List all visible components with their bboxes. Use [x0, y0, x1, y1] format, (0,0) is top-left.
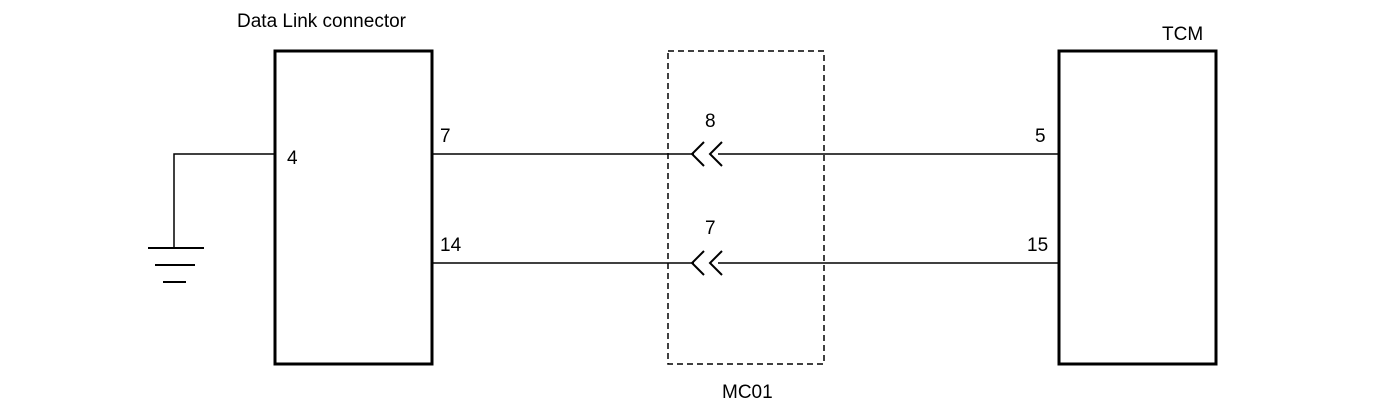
connector-chevron-icon [690, 141, 723, 167]
dlc-pin-7-label: 7 [440, 126, 451, 147]
dlc-pin-4-label: 4 [287, 148, 298, 169]
ground-symbol-icon [148, 247, 204, 283]
data-link-connector-title: Data Link connector [237, 11, 407, 32]
tcm-pin-5-label: 5 [1035, 126, 1046, 147]
dlc-pin-14-label: 14 [440, 235, 462, 256]
mc01-pin-7-label: 7 [705, 218, 716, 239]
tcm-box [1057, 49, 1218, 366]
tcm-title: TCM [1162, 24, 1203, 45]
mc01-pin-8-label: 8 [705, 111, 716, 132]
data-link-connector-box [273, 49, 434, 366]
tcm-pin-15-label: 15 [1027, 235, 1048, 256]
mc01-label: MC01 [722, 382, 773, 403]
ground-wire [173, 153, 275, 248]
mc01-connector-boundary [667, 50, 825, 365]
connector-chevron-icon [690, 250, 723, 276]
